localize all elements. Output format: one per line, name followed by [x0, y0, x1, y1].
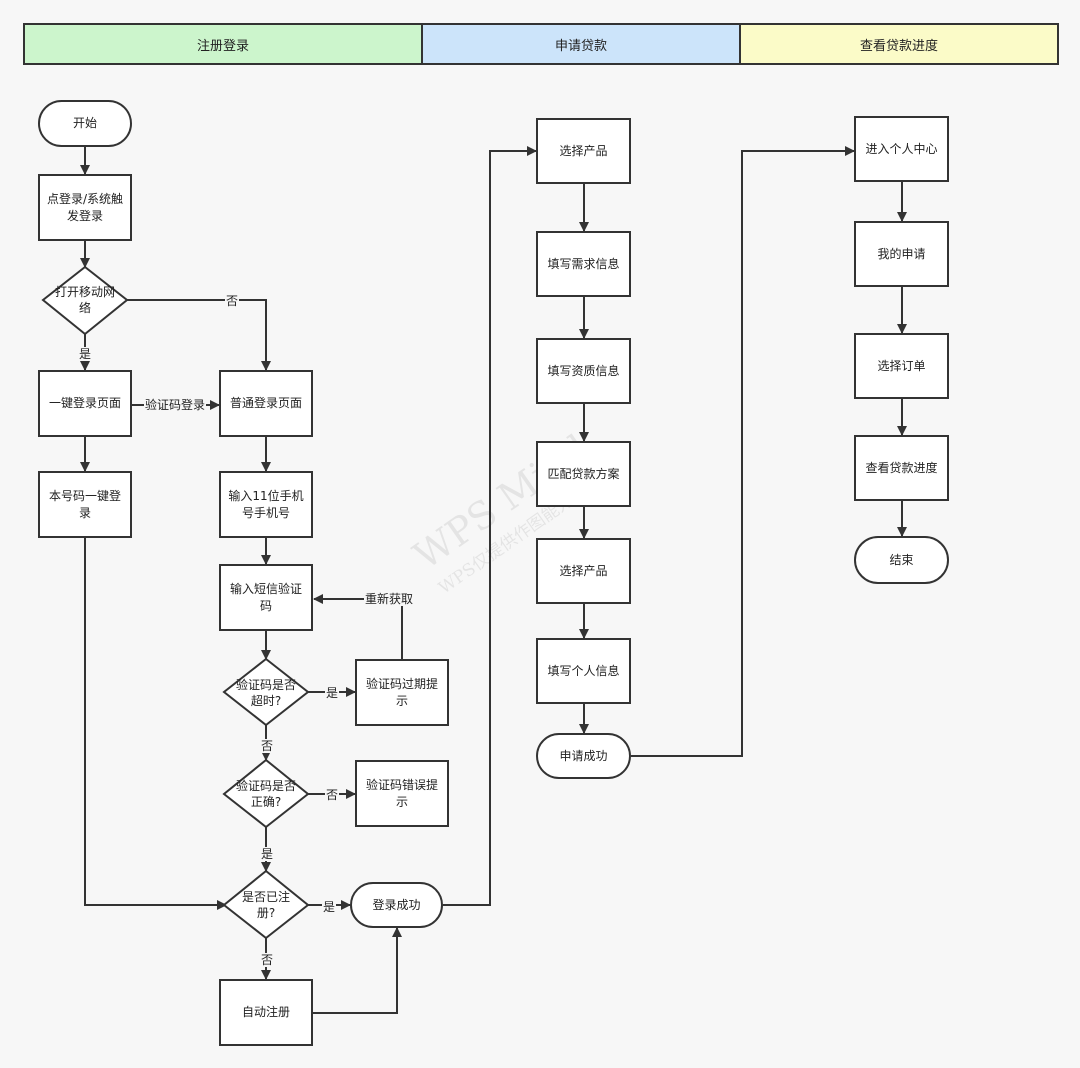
lane-header-progress: 查看贷款进度	[739, 23, 1059, 65]
decision-label-code-correct: 验证码是否正确?	[235, 779, 296, 809]
decision-open-mobile-network	[41, 265, 129, 336]
edge-label-correct-yes: 是	[260, 847, 275, 861]
edge-label-timeout-yes: 是	[325, 686, 340, 700]
my-application-box: 我的申请	[854, 221, 949, 287]
edge-autoregister-loginsuccess	[313, 927, 402, 1014]
edge-applysuccess-center	[631, 146, 855, 757]
lane-header-register: 注册登录	[23, 23, 423, 65]
edge-label-network-yes: 是	[78, 347, 93, 361]
edge-label-registered-yes: 是	[322, 900, 337, 914]
decision-registered	[222, 869, 310, 940]
edge-label-registered-no: 否	[260, 953, 275, 967]
apply-success-terminal: 申请成功	[536, 733, 631, 779]
select-order-box: 选择订单	[854, 333, 949, 399]
decision-label-open-mobile-network: 打开移动网络	[54, 285, 115, 315]
decision-label-code-timeout: 验证码是否超时?	[235, 678, 296, 708]
this-number-login-box: 本号码一键登录	[38, 471, 132, 538]
decision-label-registered: 是否已注册?	[241, 890, 290, 920]
input-sms-code-box: 输入短信验证码	[219, 564, 313, 631]
edge-label-sms-login: 验证码登录	[144, 398, 207, 412]
one-click-login-page-box: 一键登录页面	[38, 370, 132, 437]
end-terminal: 结束	[854, 536, 949, 584]
edge-label-correct-no: 否	[325, 788, 340, 802]
login-success-terminal: 登录成功	[350, 882, 443, 928]
match-loan-plan-box: 匹配贷款方案	[536, 441, 631, 507]
edge-thisnumber-registered	[84, 538, 227, 910]
edge-label-timeout-no: 否	[260, 739, 275, 753]
edge-expired-sms	[313, 594, 403, 659]
decision-code-timeout	[222, 657, 310, 727]
edge-network-normal	[127, 299, 271, 371]
fill-demand-box: 填写需求信息	[536, 231, 631, 297]
auto-register-box: 自动注册	[219, 979, 313, 1046]
edge-label-network-no: 否	[225, 294, 240, 308]
lane-header-apply: 申请贷款	[421, 23, 741, 65]
edge-loginsuccess-selectproduct	[443, 146, 537, 906]
fill-qualification-box: 填写资质信息	[536, 338, 631, 404]
decision-code-correct	[222, 758, 310, 829]
input-phone-box: 输入11位手机号手机号	[219, 471, 313, 538]
code-expired-tip-box: 验证码过期提示	[355, 659, 449, 726]
enter-personal-center-box: 进入个人中心	[854, 116, 949, 182]
trigger-login-box: 点登录/系统触发登录	[38, 174, 132, 241]
code-error-tip-box: 验证码错误提示	[355, 760, 449, 827]
edge-label-resend: 重新获取	[364, 592, 415, 606]
normal-login-page-box: 普通登录页面	[219, 370, 313, 437]
select-product-2-box: 选择产品	[536, 538, 631, 604]
view-loan-progress-box: 查看贷款进度	[854, 435, 949, 501]
select-product-box: 选择产品	[536, 118, 631, 184]
fill-personal-info-box: 填写个人信息	[536, 638, 631, 704]
start-terminal: 开始	[38, 100, 132, 147]
